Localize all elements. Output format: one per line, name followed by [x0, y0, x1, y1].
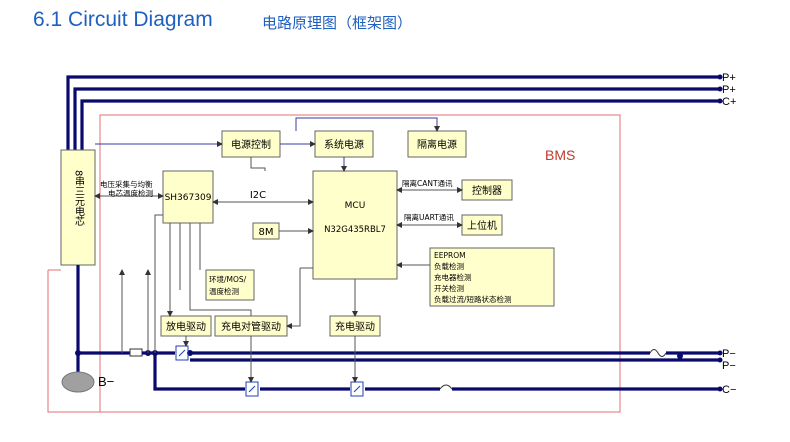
bms-frame [99, 114, 621, 413]
b-minus-node [61, 371, 95, 393]
bms-label: BMS [545, 147, 575, 163]
can-label: 隔离CANT通讯 [402, 178, 453, 188]
power-control-label: 电源控制 [231, 138, 271, 151]
i2c-label: I2C [250, 190, 266, 201]
section-subtitle: 电路原理图（框架图） [262, 14, 413, 32]
env-sense-line-2: 温度检测 [209, 286, 239, 296]
isolated-power-label: 隔离电源 [417, 138, 457, 151]
mosfet-charge-1 [245, 381, 259, 397]
terminal-c-plus: C+ [722, 96, 736, 108]
eeprom-line-4: 开关检测 [434, 283, 464, 293]
afe-box [162, 170, 214, 224]
mcu-box [312, 170, 398, 280]
power-control-box [221, 130, 281, 158]
eeprom-line-5: 负载过流/短路状态检测 [434, 294, 512, 304]
charge-driver-label: 充电驱动 [335, 320, 375, 333]
terminal-b-minus: B− [98, 374, 114, 389]
mcu-chip: N32G435RBL7 [324, 225, 386, 235]
eeprom-line-2: 负载检测 [434, 261, 464, 271]
terminal-p-plus-2: P+ [722, 84, 736, 96]
section-title: 6.1 Circuit Diagram [33, 8, 213, 31]
afe-sense-line-1: 电压采集与均衡 [100, 179, 153, 189]
env-sense-line-1: 环境/MOS/ [209, 274, 247, 284]
mcu-title: MCU [345, 201, 366, 211]
eeprom-box [429, 247, 555, 307]
afe-sense-line-2: 电芯温度检测 [108, 188, 153, 198]
battery-pack-label: 8串三元电芯 [73, 170, 85, 226]
host-label: 上位机 [467, 219, 497, 232]
uart-label: 隔离UART通讯 [404, 212, 454, 222]
shunt-resistor [129, 348, 143, 357]
charge-back-driver-label: 充电对管驱动 [221, 320, 281, 333]
eeprom-line-3: 充电器检测 [434, 272, 472, 282]
mosfet-charge-2 [350, 381, 364, 397]
controller-label: 控制器 [472, 184, 502, 197]
crystal-label: 8M [259, 227, 274, 238]
system-power-label: 系统电源 [324, 138, 364, 151]
afe-label: SH367309 [165, 193, 212, 203]
env-sense-box [205, 269, 255, 301]
terminal-p-plus-1: P+ [722, 72, 736, 84]
terminal-c-minus: C− [722, 384, 736, 396]
isolated-power-box [407, 130, 467, 158]
terminal-p-minus-1: P− [722, 348, 736, 360]
discharge-driver-label: 放电驱动 [166, 320, 206, 333]
mosfet-discharge [175, 345, 189, 361]
eeprom-line-1: EEPROM [434, 251, 466, 260]
terminal-p-minus-2: P− [722, 360, 736, 372]
